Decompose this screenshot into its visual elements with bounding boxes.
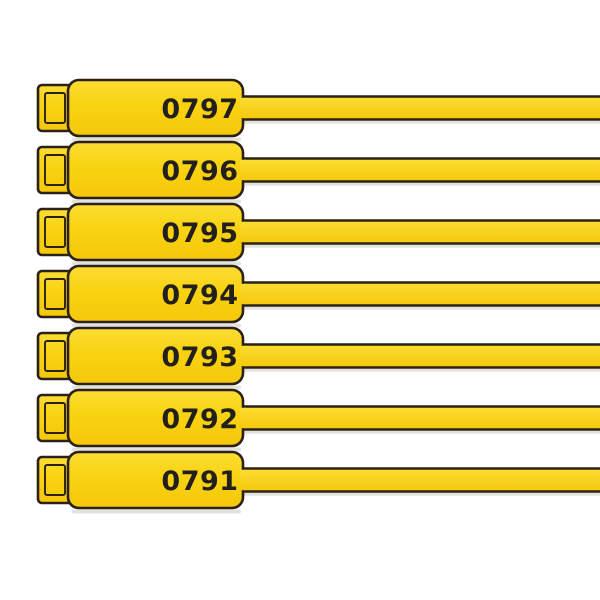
seal-tail [225, 157, 600, 183]
seal-tail-joint [240, 283, 246, 305]
seal-tail-shadow [243, 182, 600, 186]
seal-tail-joint [240, 469, 246, 491]
seal-number-text: 0792 [161, 404, 238, 435]
seal-buckle-slot-icon [44, 154, 66, 186]
seal-tail [225, 405, 600, 431]
seal-tail-joint [240, 221, 246, 243]
seal-buckle-slot-icon [44, 340, 66, 372]
seal-body-shadow [72, 447, 241, 452]
seal-tail-joint [240, 407, 246, 429]
seal-body-shadow [72, 385, 241, 390]
seal-graphic: 0796 [36, 140, 600, 204]
seal-tail [225, 343, 600, 369]
seal-tail-joint [240, 159, 246, 181]
seal-tail-shadow [243, 430, 600, 434]
seal-buckle-slot-icon [44, 464, 66, 496]
seal-buckle-slot-icon [44, 402, 66, 434]
seal-tail-shadow [243, 368, 600, 372]
seal-number-text: 0797 [161, 94, 238, 125]
seal-graphic: 0791 [36, 450, 600, 514]
seal-number-text: 0795 [161, 218, 238, 249]
seal-tail [225, 95, 600, 121]
seal-graphic: 0797 [36, 78, 600, 142]
seal-buckle-slot-icon [44, 216, 66, 248]
seal-number-text: 0796 [161, 156, 238, 187]
seal-strap[interactable]: 0794 [0, 263, 600, 328]
seal-tail [225, 467, 600, 493]
seal-tail-shadow [243, 120, 600, 124]
seal-tail [225, 281, 600, 307]
seal-strap[interactable]: 0797 [0, 77, 600, 142]
seal-number-text: 0793 [161, 342, 238, 373]
seal-body-shadow [72, 199, 241, 204]
seal-tail-shadow [243, 492, 600, 496]
seal-body-shadow [72, 323, 241, 328]
seal-body-shadow [72, 137, 241, 142]
seal-graphic: 0795 [36, 202, 600, 266]
seal-number-text: 0794 [161, 280, 238, 311]
seal-strap[interactable]: 0793 [0, 325, 600, 390]
seal-strap[interactable]: 0796 [0, 139, 600, 204]
seal-tail-shadow [243, 244, 600, 248]
seal-tail-shadow [243, 306, 600, 310]
seal-graphic: 0792 [36, 388, 600, 452]
seal-graphic: 0793 [36, 326, 600, 390]
seal-tail-joint [240, 97, 246, 119]
seal-body-shadow [72, 261, 241, 266]
seal-graphic: 0794 [36, 264, 600, 328]
seal-buckle-slot-icon [44, 278, 66, 310]
seal-strap[interactable]: 0795 [0, 201, 600, 266]
seal-number-text: 0791 [161, 466, 238, 497]
seal-tail-joint [240, 345, 246, 367]
seal-body-shadow [72, 509, 241, 514]
seal-strap[interactable]: 0791 [0, 449, 600, 514]
seal-buckle-slot-icon [44, 92, 66, 124]
seal-strap[interactable]: 0792 [0, 387, 600, 452]
seal-tail [225, 219, 600, 245]
